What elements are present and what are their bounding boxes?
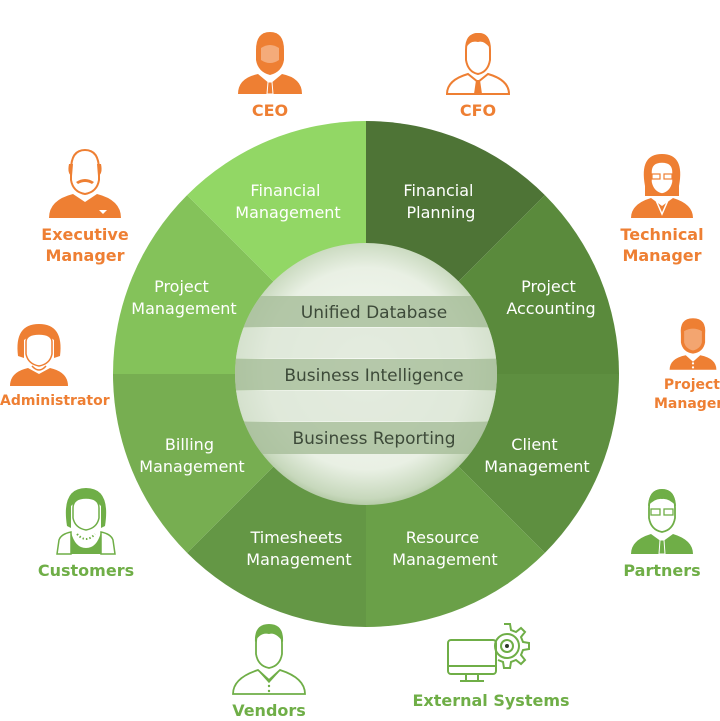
core-label-business-intelligence: Business Intelligence — [284, 366, 463, 386]
customers-icon — [56, 488, 116, 555]
segment-label-billing-management[interactable]: Billing Management — [139, 435, 244, 476]
stakeholder-label-cfo: CFO — [459, 101, 497, 120]
administrator-icon — [10, 324, 68, 386]
project-manager-icon — [669, 318, 717, 370]
stakeholder-project-manager[interactable]: Project Manager — [654, 316, 720, 414]
stakeholder-label-technical-manager-line2: Manager — [622, 246, 702, 265]
band-business-intelligence — [235, 359, 497, 390]
executive-manager-icon — [49, 148, 121, 218]
stakeholder-label-project-manager-line1: Project — [663, 377, 720, 393]
segment-label-client-management[interactable]: Client Management — [484, 435, 589, 476]
vendors-icon — [232, 624, 306, 695]
partners-icon — [631, 489, 693, 555]
core-label-unified-database: Unified Database — [301, 303, 447, 323]
stakeholder-label-executive-manager-line1: Executive — [41, 225, 129, 244]
stakeholder-external-systems[interactable]: External Systems — [412, 620, 570, 711]
stakeholder-label-project-manager-line2: Manager — [654, 396, 720, 412]
stakeholder-technical-manager[interactable]: Technical Manager — [612, 150, 712, 266]
segment-label-resource-management[interactable]: Resource Management — [392, 528, 497, 569]
external-systems-icon — [447, 623, 530, 682]
band-business-reporting — [235, 422, 497, 454]
band-gap — [235, 391, 497, 421]
band-gap — [235, 328, 497, 358]
band-unified-database — [235, 296, 497, 327]
stakeholder-label-technical-manager-line1: Technical — [620, 225, 704, 244]
segment-label-financial-planning[interactable]: Financial Planning — [403, 181, 478, 222]
stakeholder-cfo[interactable]: CFO — [440, 30, 516, 121]
stakeholder-executive-manager[interactable]: Executive Manager — [38, 146, 132, 266]
stakeholder-label-ceo: CEO — [251, 101, 289, 120]
stakeholder-ceo[interactable]: CEO — [232, 28, 308, 121]
stakeholder-label-external-systems: External Systems — [412, 691, 570, 710]
segment-label-timesheets-management[interactable]: Timesheets Management — [246, 528, 351, 569]
stakeholder-label-partners: Partners — [623, 561, 701, 580]
segment-labels: Financial Planning Project Accounting Cl… — [131, 181, 595, 569]
stakeholder-customers[interactable]: Customers — [36, 486, 136, 581]
stakeholder-administrator[interactable]: Administrator — [0, 322, 112, 411]
ceo-icon — [238, 32, 302, 95]
core-label-business-reporting: Business Reporting — [292, 429, 455, 449]
segment-label-project-accounting[interactable]: Project Accounting — [506, 277, 595, 318]
segment-label-financial-management[interactable]: Financial Management — [235, 181, 340, 222]
technical-manager-icon — [631, 154, 693, 218]
cfo-icon — [445, 32, 511, 95]
segment-label-project-management[interactable]: Project Management — [131, 277, 236, 318]
stakeholder-partners[interactable]: Partners — [620, 488, 704, 581]
stakeholder-label-executive-manager-line2: Manager — [45, 246, 125, 265]
stakeholder-label-vendors: Vendors — [232, 701, 306, 720]
stakeholder-label-administrator: Administrator — [0, 393, 110, 409]
stakeholder-vendors[interactable]: Vendors — [226, 622, 312, 721]
core-sphere: Unified Database Business Intelligence B… — [235, 243, 497, 505]
stakeholder-label-customers: Customers — [37, 561, 135, 580]
